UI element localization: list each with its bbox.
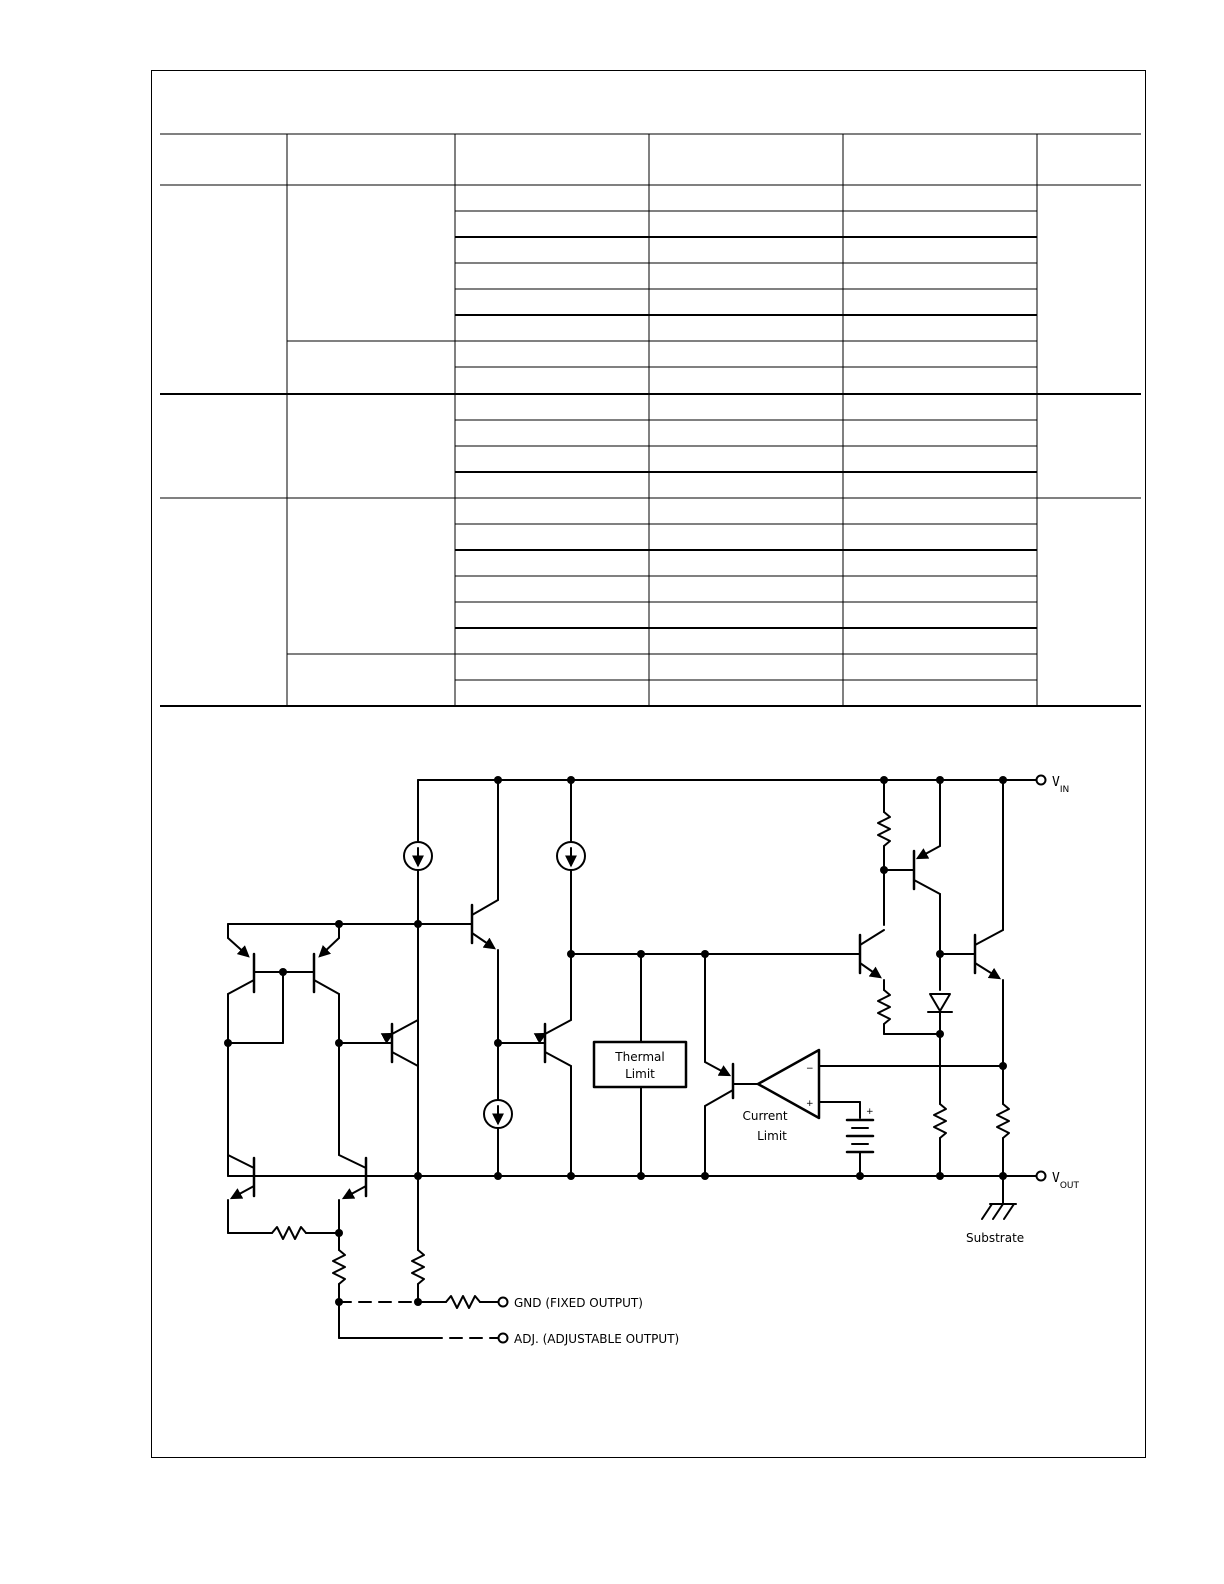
parameter-table — [160, 133, 1141, 707]
resistor-icon — [996, 1103, 1010, 1139]
resistor-icon — [877, 989, 891, 1025]
adj-terminal — [497, 1332, 509, 1344]
resistor-icon — [332, 1249, 346, 1285]
resistor-icon — [411, 1249, 425, 1285]
page-frame — [151, 70, 1146, 1458]
adj-label: ADJ. (ADJUSTABLE OUTPUT) — [514, 1332, 679, 1346]
vout-terminal — [1035, 1170, 1047, 1182]
vin-label: VIN — [1052, 775, 1069, 795]
opamp-plus-sign: + — [806, 1099, 814, 1109]
vout-label: VOUT — [1052, 1171, 1079, 1191]
resistor-icon — [445, 1295, 481, 1309]
thermal-limit-label-line1: Thermal — [614, 1050, 664, 1064]
thermal-limit-label-line2: Limit — [625, 1067, 655, 1081]
vin-terminal — [1035, 774, 1047, 786]
current-limit-label-line2: Limit — [757, 1129, 787, 1143]
diode-icon — [929, 993, 951, 1012]
battery-plus-sign: + — [866, 1107, 874, 1117]
current-limit-label-line1: Current — [742, 1109, 787, 1123]
gnd-label: GND (FIXED OUTPUT) — [514, 1296, 643, 1310]
opamp-minus-sign: − — [806, 1064, 814, 1074]
resistor-icon — [877, 811, 891, 847]
resistor-icon — [271, 1226, 307, 1240]
substrate-ground-icon — [981, 1203, 1015, 1220]
battery-icon — [845, 1118, 875, 1154]
substrate-label: Substrate — [966, 1231, 1024, 1245]
gnd-terminal — [497, 1296, 509, 1308]
resistor-icon — [933, 1103, 947, 1139]
junction-dots — [224, 776, 1007, 1306]
current-limit-amplifier-icon — [756, 1048, 821, 1120]
